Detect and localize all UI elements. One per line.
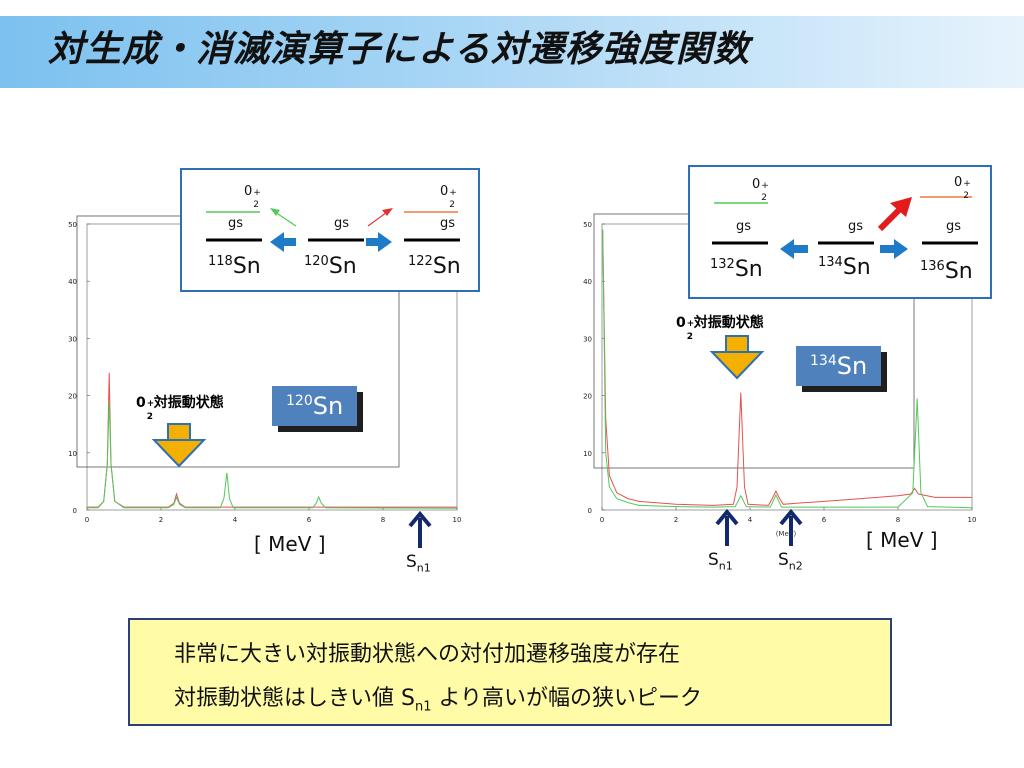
series-line-1 <box>602 229 973 509</box>
y-tick-label: 10 <box>583 450 592 458</box>
y-tick-label: 20 <box>68 393 77 401</box>
y-tick-label: 50 <box>68 221 77 229</box>
series-line-1 <box>87 401 458 509</box>
y-tick-label: 0 <box>73 507 77 515</box>
state-sub: 2 <box>253 200 260 210</box>
left-level-2-gs: gs <box>440 216 456 231</box>
x-tick-label: 10 <box>968 516 977 524</box>
left-gold-down-arrow <box>151 423 207 468</box>
right-level-0-gs: gs <box>736 219 752 234</box>
right-gold-down-arrow <box>709 335 765 380</box>
x-tick-label: 8 <box>896 516 900 524</box>
y-tick-label: 30 <box>583 335 592 343</box>
note-line-1: 非常に大きい対振動状態への対付加遷移強度が存在 <box>174 642 681 667</box>
left-unit-label: [ MeV ] <box>254 532 326 556</box>
x-tick-label: 4 <box>748 516 753 524</box>
right-level-diagram: 0+2 gs gs 0+2 gs 132Sn 134Sn 136Sn <box>688 165 992 299</box>
right-level-1-gs: gs <box>848 219 864 234</box>
y-tick-label: 50 <box>583 221 592 229</box>
left-nucleus-120: 120Sn <box>304 254 357 279</box>
state-sup: + <box>253 188 261 198</box>
right-nucleus-136: 136Sn <box>920 259 973 284</box>
summary-note-box: 非常に大きい対振動状態への対付加遷移強度が存在 対振動状態はしきい値 Sn1 よ… <box>128 618 892 726</box>
left-nucleus-badge: 120Sn <box>272 386 358 426</box>
note-line-2: 対振動状態はしきい値 Sn1 より高いが幅の狭いピーク <box>174 686 703 715</box>
left-level-diagram: 0+2 gs gs 0+2 gs 118Sn 120Sn 122Sn <box>180 168 480 292</box>
y-tick-label: 30 <box>68 335 77 343</box>
right-level-2-state: 0+2 <box>954 175 971 201</box>
right-nucleus-132: 132Sn <box>710 257 763 282</box>
x-tick-label: 10 <box>453 516 462 524</box>
left-level-0-state: 0+2 <box>244 184 261 210</box>
left-level-lines <box>206 208 460 252</box>
right-unit-label: [ MeV ] <box>866 528 938 552</box>
left-level-0-gs: gs <box>228 216 244 231</box>
right-sn1-arrow <box>715 508 739 546</box>
x-tick-label: 6 <box>822 516 827 524</box>
x-tick-label: 0 <box>85 516 89 524</box>
title-bar <box>0 16 1024 88</box>
left-level-1-gs: gs <box>334 216 350 231</box>
x-tick-label: 4 <box>233 516 238 524</box>
right-nucleus-badge: 134Sn <box>796 346 882 386</box>
x-tick-label: 8 <box>381 516 385 524</box>
x-tick-label: 2 <box>159 516 163 524</box>
right-sn2-arrow <box>779 508 803 546</box>
right-sn1-label: Sn1 <box>708 550 733 573</box>
state-label: 0 <box>440 184 449 199</box>
state-label: 0 <box>244 184 253 199</box>
right-level-0-state: 0+2 <box>752 177 769 203</box>
left-nucleus-122: 122Sn <box>408 254 461 279</box>
series-line-0 <box>602 229 972 506</box>
right-nucleus-134: 134Sn <box>818 255 871 280</box>
x-tick-label: 0 <box>600 516 604 524</box>
right-level-2-gs: gs <box>946 219 962 234</box>
right-level-lines <box>712 196 978 259</box>
y-tick-label: 40 <box>68 278 77 286</box>
y-tick-label: 40 <box>583 278 592 286</box>
right-sn2-label: Sn2 <box>778 550 803 573</box>
left-sn1-arrow <box>408 510 432 548</box>
y-tick-label: 20 <box>583 393 592 401</box>
left-nucleus-118: 118Sn <box>208 254 261 279</box>
x-tick-label: 2 <box>674 516 678 524</box>
axis-unit-small-label: (MeV) <box>776 530 797 538</box>
left-level-2-state: 0+2 <box>440 184 457 210</box>
state-sup: + <box>449 188 457 198</box>
y-tick-label: 0 <box>588 507 592 515</box>
x-tick-label: 6 <box>307 516 312 524</box>
page-title: 対生成・消滅演算子による対遷移強度関数 <box>48 29 750 70</box>
left-sn1-label: Sn1 <box>406 552 431 575</box>
y-tick-label: 10 <box>68 450 77 458</box>
state-sub: 2 <box>449 200 456 210</box>
